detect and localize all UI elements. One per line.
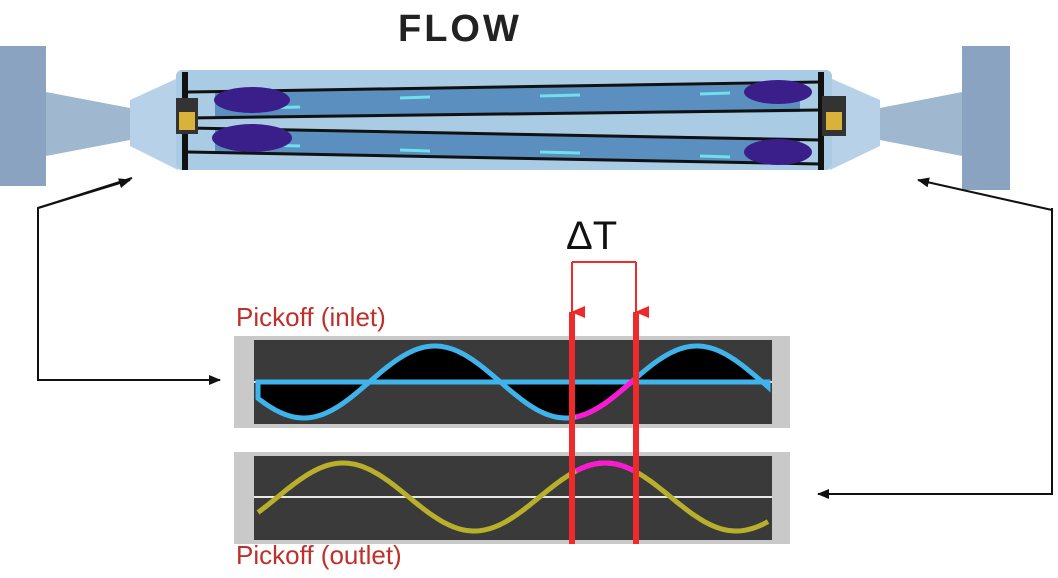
delta-t-markers	[569, 261, 649, 544]
inlet-time-marker	[569, 312, 575, 544]
sensor-tube-body	[176, 70, 846, 170]
inlet-phase-highlight	[575, 376, 638, 420]
outlet-phase-highlight	[574, 460, 638, 475]
outlet-scope	[234, 452, 790, 544]
inlet-waveform	[255, 343, 771, 421]
pickoff-outlet-label: Pickoff (outlet)	[236, 540, 402, 570]
outlet-sensor-arrow	[917, 177, 1053, 211]
delta-t-label: ΔT	[566, 214, 618, 258]
pickoff-inlet-label: Pickoff (inlet)	[236, 302, 386, 332]
outlet-time-marker	[633, 312, 639, 544]
outlet-waveform	[256, 460, 770, 534]
outlet-flange	[830, 46, 1010, 190]
outlet-signal-arrow	[817, 208, 1053, 499]
inlet-sensor-arrow	[37, 178, 131, 209]
inlet-signal-arrow	[37, 177, 221, 385]
inlet-flange	[0, 46, 178, 186]
flow-title: FLOW	[398, 8, 522, 50]
inlet-scope	[234, 336, 790, 428]
